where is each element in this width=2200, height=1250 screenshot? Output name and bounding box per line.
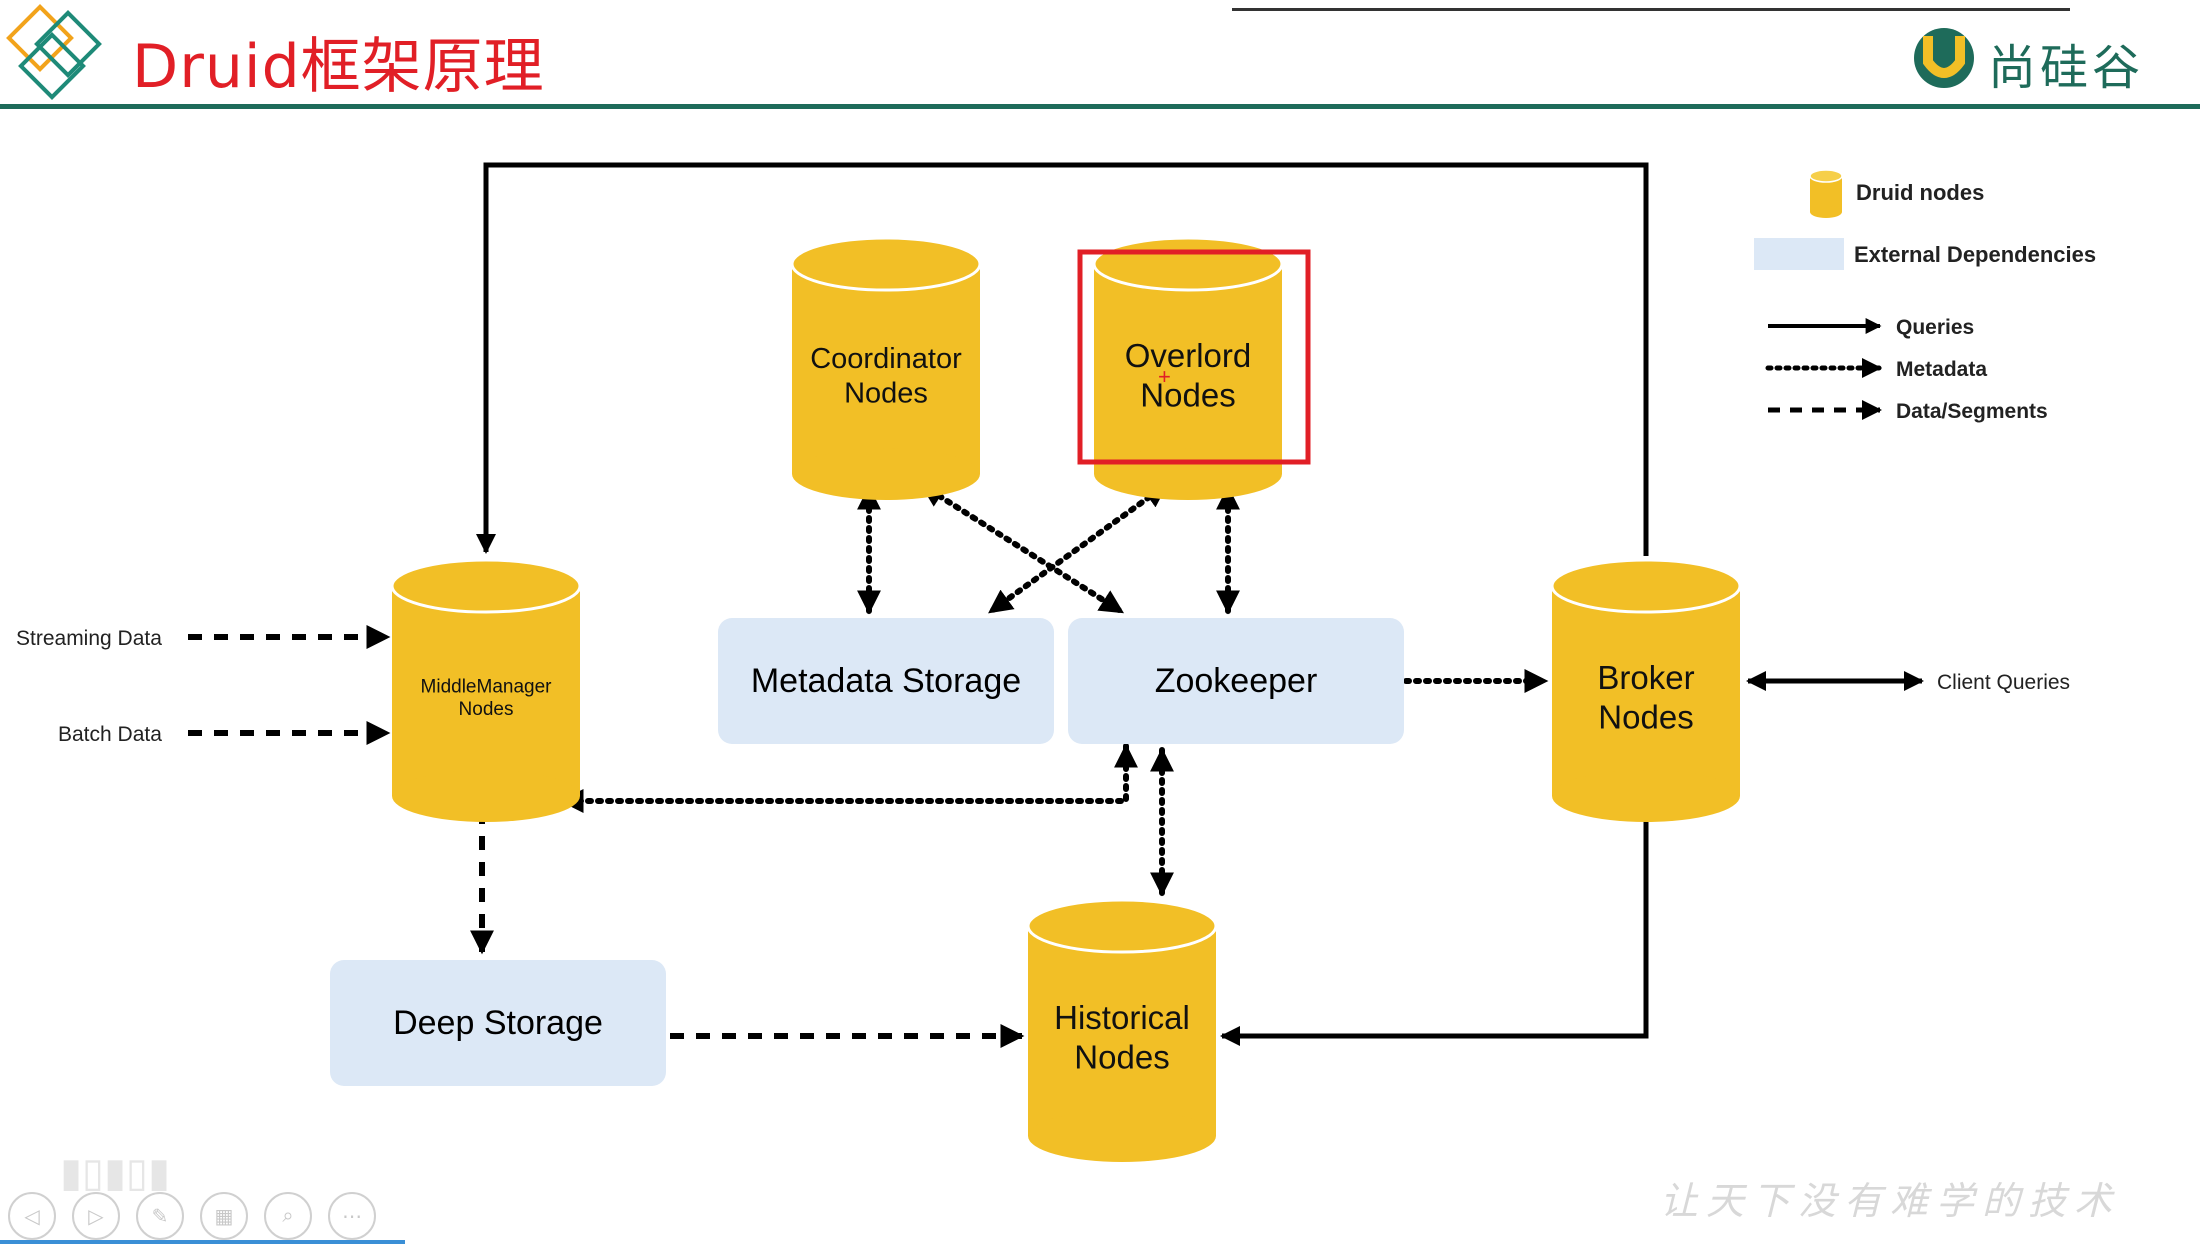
next-slide-icon[interactable]: ▷ [72, 1192, 120, 1240]
metadata-arrow-coordinator-zookeeper [919, 482, 1125, 615]
header-divider [0, 104, 2200, 109]
page-title: Druid框架原理 [132, 32, 545, 102]
coordinator-nodes-body [792, 264, 980, 474]
legend: Druid nodes External Dependencies Querie… [1754, 169, 2096, 423]
logo-icon [6, 4, 102, 100]
legend-queries: Queries [1896, 316, 1974, 339]
previous-slide-icon[interactable]: ◁ [8, 1192, 56, 1240]
metadata-storage-label: Metadata Storage [751, 662, 1021, 700]
coordinator-nodes-base [792, 448, 980, 500]
middlemanager-nodes-top [390, 558, 582, 614]
highlight-box [1077, 249, 1311, 465]
deep-storage-label: Deep Storage [393, 1004, 603, 1042]
slides-grid-icon[interactable]: ▦ [200, 1192, 248, 1240]
slide-progress-bar [0, 1240, 405, 1244]
watermark-text: 让天下没有难学的技术 [1660, 1179, 2121, 1223]
broker-nodes-body [1552, 586, 1740, 796]
overlord-nodes-top [1092, 236, 1284, 292]
metadata-arrow-overlord-metadata [987, 482, 1169, 615]
top-border-line [1232, 8, 2070, 11]
deep-storage-box: Deep Storage [330, 960, 666, 1086]
legend-druid-nodes: Druid nodes [1856, 180, 1984, 205]
overlord-nodes-body [1094, 264, 1282, 474]
metadata-arrow-zookeeper-middlemanager [559, 743, 1138, 813]
presentation-controls: ◁ ▷ ✎ ▦ ⌕ ⋯ [8, 1192, 376, 1240]
middlemanager-nodes-body [392, 586, 580, 796]
legend-external: External Dependencies [1854, 242, 2096, 267]
legend-metadata: Metadata [1896, 358, 1987, 381]
broker-nodes-base [1552, 770, 1740, 822]
more-options-icon[interactable]: ⋯ [328, 1192, 376, 1240]
streaming-data-label: Streaming Data [16, 627, 162, 650]
brand-name: 尚硅谷 [1988, 40, 2145, 96]
middlemanager-nodes-base [392, 770, 580, 822]
coordinator-nodes-top [790, 236, 982, 292]
legend-data-segments: Data/Segments [1896, 400, 2048, 423]
query-arrow-broker-to-middlemanager [476, 162, 1649, 556]
zoom-icon[interactable]: ⌕ [264, 1192, 312, 1240]
historical-nodes-body [1028, 926, 1216, 1136]
cursor-mark: + [1158, 364, 1171, 389]
brand-logo-icon [1914, 28, 1974, 88]
pen-icon[interactable]: ✎ [136, 1192, 184, 1240]
overlord-nodes-base [1094, 448, 1282, 500]
query-arrow-broker-to-historical [1220, 806, 1649, 1046]
client-queries-label: Client Queries [1937, 671, 2070, 694]
broker-nodes-top [1550, 558, 1742, 614]
batch-data-label: Batch Data [58, 723, 162, 746]
zookeeper-label: Zookeeper [1155, 662, 1318, 700]
historical-nodes-base [1028, 1110, 1216, 1162]
legend-external-swatch [1754, 238, 1844, 270]
zookeeper-box: Zookeeper [1068, 618, 1404, 744]
legend-cylinder-icon [1809, 169, 1843, 218]
metadata-storage-box: Metadata Storage [718, 618, 1054, 744]
historical-nodes-top [1026, 898, 1218, 954]
left-watermark: ▮▯▮▯▮ [60, 1150, 171, 1196]
